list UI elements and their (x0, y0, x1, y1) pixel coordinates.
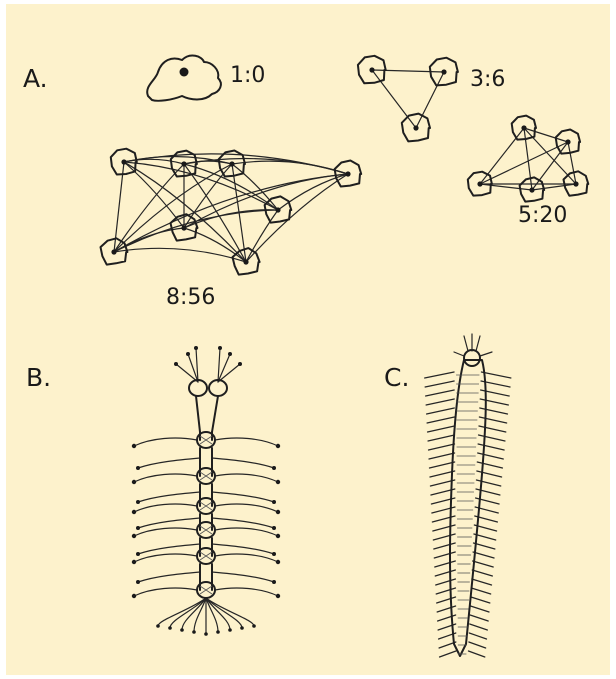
tail-tip (180, 628, 184, 632)
tail-tip (240, 626, 244, 630)
cell-nucleus (121, 159, 126, 164)
leg-tip (272, 466, 276, 470)
antenna-tip (238, 362, 242, 366)
cell-nucleus (229, 161, 234, 166)
tail-tip (252, 624, 256, 628)
cell-nucleus (477, 181, 482, 186)
leg-tip (276, 480, 280, 484)
leg-tip (272, 552, 276, 556)
tail-tip (216, 630, 220, 634)
cell-nucleus (413, 125, 418, 130)
cell-nucleus (521, 125, 526, 130)
cell-nucleus (565, 139, 570, 144)
leg-tip (132, 480, 136, 484)
cell-nucleus (275, 207, 280, 212)
figure-canvas: A. B. C. 1:0 3:6 5:20 8:56 (6, 4, 610, 675)
leg-tip (136, 552, 140, 556)
panel-b-label: B. (26, 363, 51, 392)
paper-background (6, 4, 610, 675)
leg-tip (132, 560, 136, 564)
ratio-label-3-6: 3:6 (470, 67, 505, 92)
antenna-tip (186, 352, 190, 356)
cell-nucleus (529, 187, 534, 192)
leg-tip (132, 594, 136, 598)
ratio-label-5-20: 5:20 (518, 203, 567, 228)
antenna-tip (218, 346, 222, 350)
leg-tip (136, 526, 140, 530)
figure: A. B. C. 1:0 3:6 5:20 8:56 (6, 4, 610, 675)
cell-nucleus (111, 249, 116, 254)
cell-nucleus (181, 161, 186, 166)
leg-tip (276, 534, 280, 538)
leg-tip (272, 500, 276, 504)
antenna-tip (174, 362, 178, 366)
panel-c-label: C. (384, 363, 409, 392)
cell-nucleus (180, 68, 189, 77)
tail-tip (204, 632, 208, 636)
leg-tip (132, 534, 136, 538)
leg-tip (132, 510, 136, 514)
leg-tip (276, 560, 280, 564)
cell-nucleus (369, 67, 374, 72)
antenna-tip (228, 352, 232, 356)
leg-tip (272, 580, 276, 584)
antenna-tip (194, 346, 198, 350)
panel-a-label: A. (23, 64, 48, 93)
ratio-label-8-56: 8:56 (166, 285, 215, 310)
leg-tip (136, 580, 140, 584)
cell-nucleus (573, 181, 578, 186)
tail-tip (168, 626, 172, 630)
leg-tip (272, 526, 276, 530)
tail-tip (192, 630, 196, 634)
cell-nucleus (243, 259, 248, 264)
leg-tip (276, 510, 280, 514)
cell-nucleus (345, 171, 350, 176)
leg-tip (136, 500, 140, 504)
tail-tip (228, 628, 232, 632)
leg-tip (276, 594, 280, 598)
cell-nucleus (181, 225, 186, 230)
leg-tip (136, 466, 140, 470)
ratio-label-1-0: 1:0 (230, 63, 265, 88)
tail-tip (156, 624, 160, 628)
leg-tip (132, 444, 136, 448)
cell-nucleus (441, 69, 446, 74)
leg-tip (276, 444, 280, 448)
